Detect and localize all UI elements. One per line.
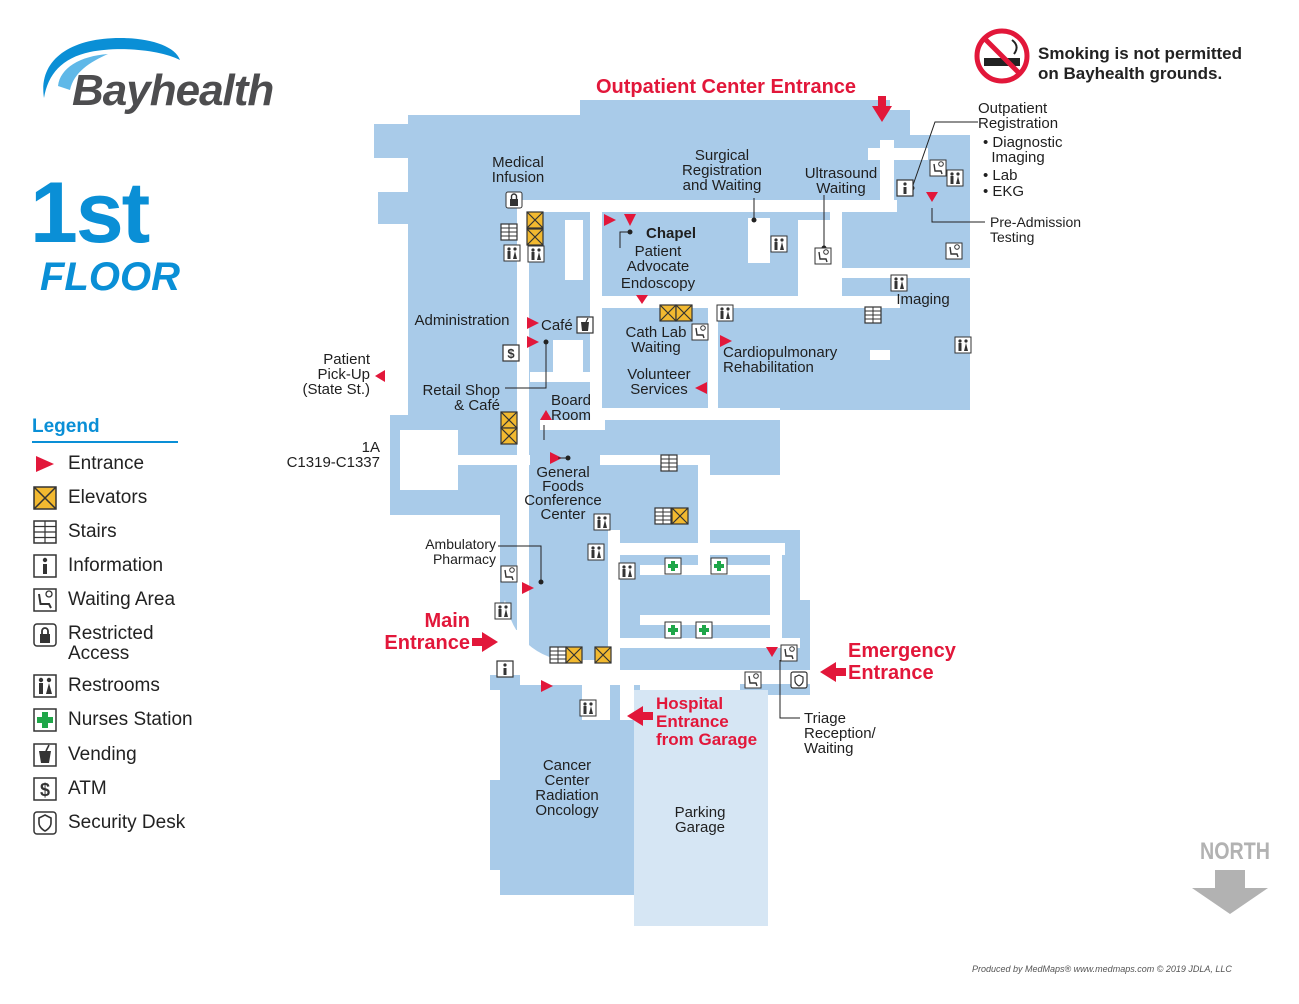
room-endoscopy: Endoscopy: [620, 275, 696, 292]
security-desk-icon: [32, 810, 58, 836]
north-arrow-icon: [1192, 870, 1268, 914]
no-smoking-icon: [974, 28, 1030, 84]
emergency-entrance-label: Emergency Entrance: [848, 640, 956, 684]
floor-word: FLOOR: [40, 255, 180, 299]
room-cafe: Café: [541, 317, 573, 334]
entrance-markers: [375, 96, 938, 726]
north-label: NORTH: [1200, 838, 1270, 865]
registration-item-lab: • Lab: [983, 167, 1018, 184]
stairs-icon: [32, 519, 58, 545]
waiting-area-icon: [32, 587, 58, 613]
registration-item-ekg: • EKG: [983, 183, 1025, 200]
legend-item-vending: Vending: [32, 740, 137, 770]
room-cardiopulmonary: Cardiopulmonary Rehabilitation: [723, 344, 838, 376]
outpatient-entrance-label: Outpatient Center Entrance: [596, 76, 857, 98]
room-triage: Triage Reception/ Waiting: [804, 710, 876, 757]
atm-icon: $: [32, 776, 58, 802]
svg-text:$: $: [40, 780, 50, 800]
restrooms-icon: [32, 673, 58, 699]
credit-line: Produced by MedMaps® www.medmaps.com © 2…: [972, 964, 1232, 974]
legend-divider: [32, 441, 178, 443]
entrance-icon: [32, 451, 58, 477]
information-icon: [32, 553, 58, 579]
legend-item-entrance: Entrance: [32, 449, 144, 479]
room-board-room: Board Room: [550, 392, 592, 424]
legend-item-restricted-access: Restricted Access: [32, 620, 154, 668]
room-imaging: Imaging: [896, 291, 950, 308]
room-patient-pickup: Patient Pick-Up (State St.): [302, 351, 370, 398]
room-patient-advocate: Patient Advocate: [626, 243, 690, 275]
legend-item-stairs: Stairs: [32, 517, 117, 547]
legend-item-atm: $ ATM: [32, 774, 107, 804]
room-general-foods: General Foods Conference Center: [524, 464, 602, 523]
restricted-access-icon: [32, 622, 58, 648]
elevator-icon: [32, 485, 58, 511]
room-volunteer-services: Volunteer Services: [627, 366, 691, 398]
nurses-station-icon: [32, 707, 58, 733]
room-medical-infusion: Medical Infusion: [491, 154, 545, 186]
room-pre-admission: Pre-Admission Testing: [990, 214, 1082, 245]
bayhealth-logo-icon: [43, 38, 180, 98]
legend-item-information: Information: [32, 551, 163, 581]
garage-entrance-label: Hospital Entrance from Garage: [656, 694, 758, 749]
corridors: [400, 140, 970, 720]
room-ambulatory-pharmacy: Ambulatory Pharmacy: [425, 536, 496, 567]
room-ultrasound: Ultrasound Waiting: [804, 165, 878, 197]
legend-item-waiting-area: Waiting Area: [32, 585, 175, 615]
room-chapel: Chapel: [646, 225, 697, 242]
floor-number: 1st: [30, 165, 150, 261]
room-outpatient-registration: Outpatient Registration: [978, 100, 1059, 132]
legend-item-nurses-station: Nurses Station: [32, 705, 193, 735]
legend-title: Legend: [32, 416, 100, 437]
room-retail-shop: Retail Shop & Café: [422, 382, 500, 414]
room-surgical-registration: Surgical Registration and Waiting: [681, 147, 763, 194]
room-cath-lab: Cath Lab Waiting: [625, 324, 687, 356]
room-1a-wing: 1A C1319-C1337: [286, 439, 380, 471]
legend-item-elevators: Elevators: [32, 483, 147, 513]
legend-item-security-desk: Security Desk: [32, 808, 185, 838]
legend-item-restrooms: Restrooms: [32, 671, 160, 701]
brand-name: Bayhealth: [72, 66, 274, 115]
leader-lines: [498, 121, 985, 719]
registration-item-imaging: • Diagnostic Imaging: [983, 134, 1063, 166]
main-entrance-label: Main Entrance: [384, 610, 470, 654]
room-parking-garage: Parking Garage: [674, 804, 726, 836]
room-administration: Administration: [414, 312, 510, 329]
smoking-notice: Smoking is not permitted on Bayhealth gr…: [1038, 44, 1243, 83]
vending-icon: [32, 742, 58, 768]
room-cancer-center: Cancer Center Radiation Oncology: [535, 757, 599, 819]
